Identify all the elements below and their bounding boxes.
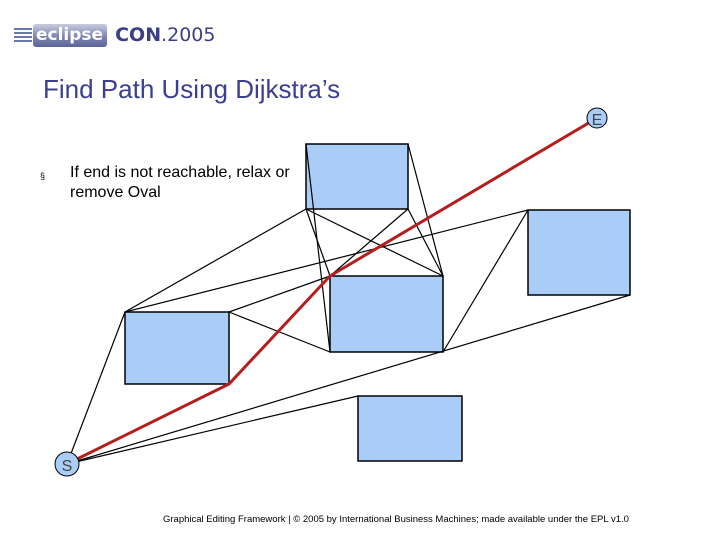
logo-stripes-icon bbox=[14, 28, 32, 42]
end-node-label: E bbox=[592, 112, 603, 129]
edge bbox=[305, 208, 331, 277]
edge bbox=[329, 208, 409, 277]
edge bbox=[124, 209, 529, 313]
slide-title: Find Path Using Dijkstra’s bbox=[43, 74, 341, 104]
start-node-circle bbox=[54, 451, 80, 477]
edge bbox=[66, 294, 631, 465]
footer-text: Graphical Editing Framework | © 2005 by … bbox=[163, 514, 629, 525]
start-node-label: S bbox=[62, 458, 73, 475]
logo-eclipse: eclipse bbox=[33, 23, 108, 47]
logo-year: .2005 bbox=[161, 24, 216, 46]
edge bbox=[66, 395, 359, 465]
shortest-path bbox=[66, 116, 598, 466]
edge bbox=[442, 209, 529, 353]
boxes bbox=[124, 143, 631, 462]
start-node: S bbox=[54, 451, 80, 477]
bullet-marker: § bbox=[40, 171, 46, 181]
edge bbox=[305, 143, 331, 353]
end-node: E bbox=[586, 107, 608, 129]
logo-con-text: CON bbox=[115, 24, 162, 46]
edge bbox=[305, 208, 444, 277]
bullet-text: If end is not reachable, relax or remove… bbox=[70, 164, 290, 201]
box-left bbox=[124, 311, 230, 385]
end-node-circle bbox=[586, 107, 608, 129]
box-right bbox=[527, 209, 631, 296]
box-center bbox=[329, 275, 444, 353]
box-bottom bbox=[357, 395, 463, 462]
edge bbox=[124, 208, 307, 313]
edge bbox=[407, 208, 444, 277]
box-top bbox=[305, 143, 409, 210]
path-line bbox=[66, 116, 598, 466]
edge bbox=[407, 143, 444, 277]
logo-con: CON.2005 bbox=[115, 24, 215, 46]
edge bbox=[228, 275, 331, 313]
edge bbox=[66, 311, 126, 465]
eclipsecon-logo: eclipse CON.2005 bbox=[14, 18, 216, 52]
